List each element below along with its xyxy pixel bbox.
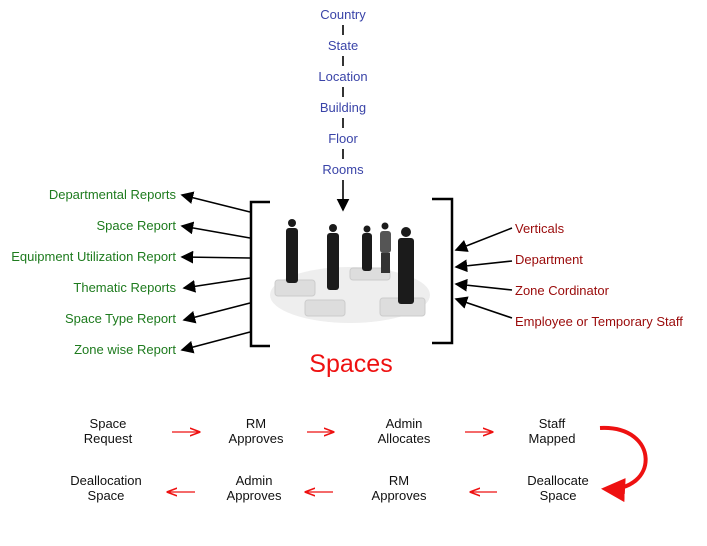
flow-line: Allocates <box>377 431 431 446</box>
hierarchy-state: State <box>327 38 359 53</box>
flow-line: Admin <box>235 473 273 488</box>
attribute-arrows <box>454 227 513 319</box>
hierarchy-location: Location <box>318 69 368 84</box>
curved-flow-arrow <box>599 425 648 503</box>
spaces-title: Spaces <box>309 350 393 378</box>
report-thematic: Thematic Reports <box>73 280 176 295</box>
flow-arrows <box>168 432 497 492</box>
report-arrows <box>180 191 251 354</box>
flow-line: RM <box>388 473 410 488</box>
flow-line: Staff <box>538 416 566 431</box>
attribute-verticals: Verticals <box>515 221 565 236</box>
hierarchy-country: Country <box>320 7 366 22</box>
flow-line: Request <box>83 431 133 446</box>
flow-line: Space <box>87 488 125 503</box>
flow-line: Approves <box>371 488 427 503</box>
report-zone-wise: Zone wise Report <box>74 342 176 357</box>
flow-line: Mapped <box>528 431 576 446</box>
report-departmental: Departmental Reports <box>48 187 176 202</box>
hierarchy-floor: Floor <box>328 131 358 146</box>
flow-line: Admin <box>385 416 423 431</box>
flow-line: Deallocate <box>527 473 589 488</box>
hierarchy-rooms: Rooms <box>322 162 364 177</box>
attribute-zone-coordinator: Zone Cordinator <box>515 283 609 298</box>
flow-line: Space <box>539 488 577 503</box>
flow-line: Space <box>89 416 127 431</box>
flow-line: Approves <box>226 488 282 503</box>
flow-line: Approves <box>228 431 284 446</box>
hierarchy-building: Building <box>319 100 367 115</box>
attribute-employee-staff: Employee or Temporary Staff <box>515 314 683 329</box>
attribute-department: Department <box>515 252 583 267</box>
report-space: Space Report <box>96 218 177 233</box>
flow-line: RM <box>245 416 267 431</box>
brackets <box>249 197 454 348</box>
report-equipment-utilization: Equipment Utilization Report <box>11 249 176 264</box>
people-image <box>270 219 430 323</box>
flow-line: Deallocation <box>70 473 142 488</box>
report-space-type: Space Type Report <box>64 311 176 326</box>
